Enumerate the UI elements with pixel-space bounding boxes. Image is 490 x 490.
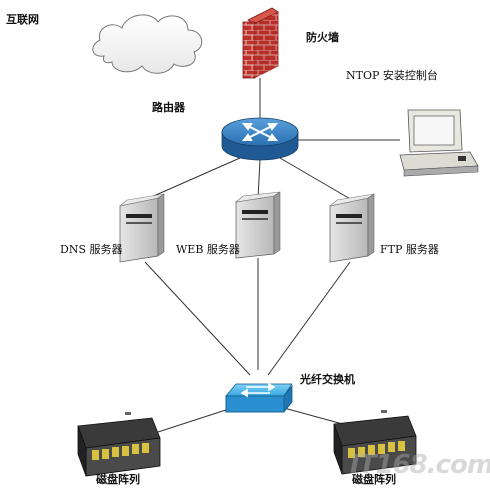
label-disk-array-right: 磁盘阵列 [352,473,396,486]
computer-icon [399,109,479,177]
label-disk-array-left: 磁盘阵列 [96,473,140,486]
watermark: IT168.com [350,450,490,480]
disk-array-icon-right [333,410,417,475]
link-ftp-switch [267,261,351,376]
link-router-dns [139,157,241,203]
server-icon-dns [119,193,165,263]
label-fiber-switch: 光纤交换机 [300,373,355,386]
label-firewall: 防火墙 [306,31,339,44]
firewall-icon [242,7,279,79]
link-router-ftp [279,157,353,201]
label-dns-server: DNS 服务器 [60,243,123,256]
cloud-icon [92,14,203,74]
label-web-server: WEB 服务器 [176,243,240,256]
disk-array-icon-left [77,412,161,477]
link-router-web [257,159,261,199]
label-internet: 互联网 [6,13,39,26]
server-icon-web [235,191,281,259]
connection-lines [139,78,400,433]
switch-icon [225,382,293,413]
link-switch-disk-right [283,407,351,427]
router-icon [221,117,299,161]
label-ntop-console: NTOP 安装控制台 [346,69,438,82]
label-router: 路由器 [152,101,185,114]
link-dns-switch [144,261,251,376]
label-ftp-server: FTP 服务器 [380,243,439,256]
server-icon-ftp [329,193,375,263]
link-switch-disk-left [157,407,233,433]
